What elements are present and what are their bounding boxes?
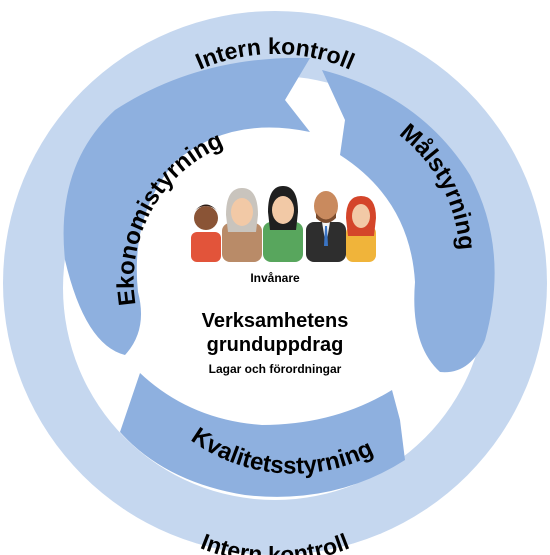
segment-kvalitetsstyrning[interactable] — [120, 373, 405, 497]
elderly-woman-icon — [222, 188, 262, 262]
segment-malstyrning[interactable] — [322, 70, 495, 373]
subtitle: Lagar och förordningar — [209, 362, 342, 376]
people-group — [191, 186, 376, 262]
child-icon — [191, 204, 221, 262]
title-line2: grunduppdrag — [207, 334, 344, 356]
invanare-label: Invånare — [250, 271, 300, 285]
title-line1: Verksamhetens — [202, 310, 349, 332]
segment-ekonomistyrning[interactable] — [63, 57, 311, 356]
red-haired-woman-icon — [346, 196, 376, 262]
bald-man-icon — [306, 191, 346, 262]
woman-icon — [263, 186, 303, 262]
